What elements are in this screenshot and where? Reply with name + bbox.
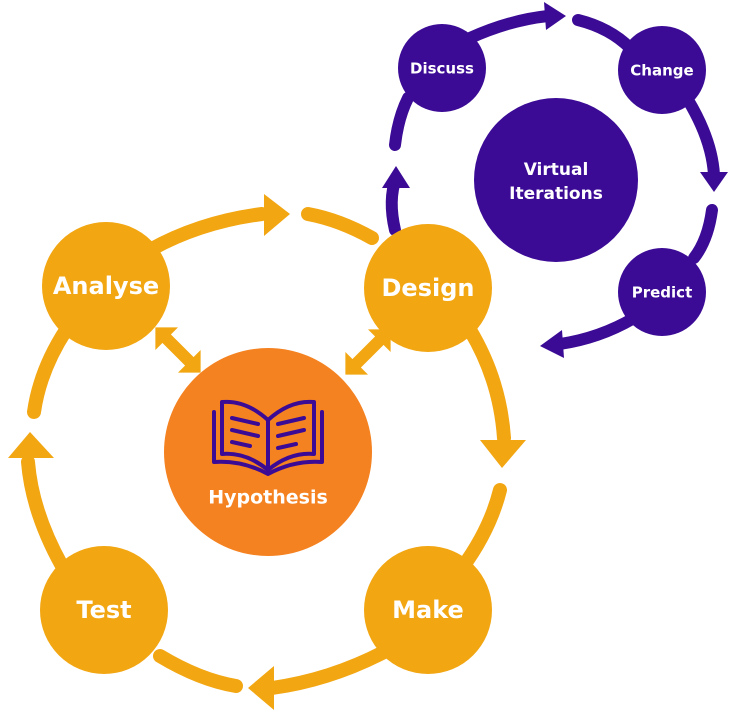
arc-change-to-predict <box>682 94 720 181</box>
virtual-cycle-ring <box>385 10 720 350</box>
arc-analyse-to-design-a <box>143 207 269 257</box>
analyse-label: Analyse <box>53 272 159 300</box>
arc-right-lower <box>688 204 718 264</box>
virtual-iterations-node <box>474 98 638 262</box>
predict-node <box>618 248 706 336</box>
discuss-node <box>398 24 486 112</box>
arrowhead-left <box>382 166 410 188</box>
arrowhead-right <box>700 172 728 192</box>
arrowhead-main-top <box>264 194 290 236</box>
arc-design-to-make-a <box>463 323 511 445</box>
test-node <box>40 546 168 674</box>
double-arrow-icon <box>155 327 391 375</box>
design-label: Design <box>382 274 475 302</box>
arc-design-to-make-b <box>455 483 507 575</box>
arrowhead-bottom <box>540 330 564 358</box>
change-label: Change <box>630 62 693 80</box>
main-cycle-arrowheads <box>8 194 526 710</box>
arc-make-to-test-b <box>153 649 243 693</box>
test-label: Test <box>76 596 131 624</box>
analyse-node <box>42 222 170 350</box>
virtual-iterations-line1: Virtual <box>524 160 589 180</box>
discuss-label: Discuss <box>410 60 474 78</box>
hypothesis-label: Hypothesis <box>208 487 328 509</box>
arc-left-upper <box>389 92 414 151</box>
arrowhead-main-left <box>8 432 54 458</box>
arc-test-to-analyse-a <box>21 455 69 573</box>
arrowhead-top <box>544 2 566 30</box>
arc-top-right <box>572 14 636 54</box>
predict-label: Predict <box>632 284 693 302</box>
arrowhead-main-right <box>480 440 526 468</box>
virtual-iterations-line2: Iterations <box>509 184 603 204</box>
arc-analyse-to-design-b <box>301 207 379 245</box>
arc-discuss-to-change <box>464 10 554 44</box>
make-node <box>364 546 492 674</box>
arc-make-to-test-a <box>265 645 391 695</box>
arc-test-to-analyse-b <box>27 323 73 419</box>
design-node <box>364 224 492 352</box>
open-book-icon <box>212 399 324 476</box>
arc-predict-to-design <box>554 312 640 350</box>
change-node <box>618 26 706 114</box>
arrowhead-main-bottom <box>248 666 274 710</box>
main-cycle-ring <box>21 207 511 695</box>
virtual-cycle-arrowheads <box>382 2 728 358</box>
make-label: Make <box>392 596 464 624</box>
